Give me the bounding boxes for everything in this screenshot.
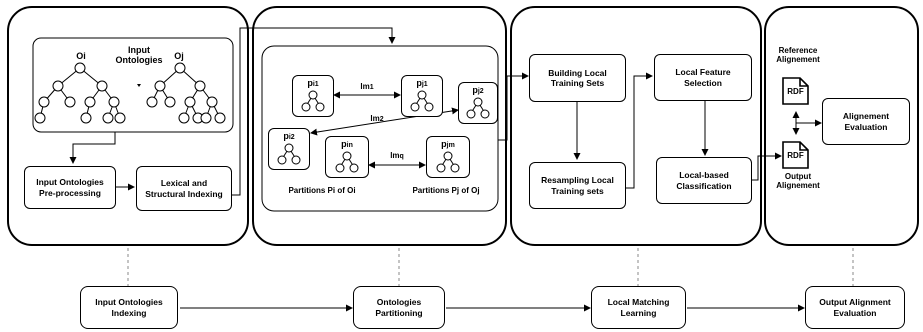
output-alignment-label: Output Alignement bbox=[770, 172, 826, 190]
partition-p-i2-label: pi2 bbox=[283, 131, 295, 141]
phase-evaluation-box: Output Alignment Evaluation bbox=[805, 286, 905, 329]
resampling-line1: Resampling Local bbox=[541, 175, 614, 186]
partition-p-i1-label: pi1 bbox=[307, 78, 319, 88]
partition-tree-icon bbox=[277, 143, 301, 165]
reference-line2: Alignement bbox=[776, 55, 820, 65]
rdf-top-label: RDF bbox=[787, 87, 804, 96]
partition-p-i2: pi2 bbox=[268, 128, 310, 170]
phase-learning-box: Local Matching Learning bbox=[591, 286, 686, 329]
phase-learning-line1: Local Matching bbox=[607, 297, 670, 308]
partition-p-j2: pj2 bbox=[458, 82, 498, 124]
input-ontologies-box bbox=[32, 37, 234, 133]
rdf-bottom-label: RDF bbox=[787, 151, 804, 160]
preprocessing-line2: Pre-processing bbox=[39, 187, 101, 198]
oi-label: Oi bbox=[76, 51, 86, 61]
ontology-dot-icon bbox=[137, 84, 141, 87]
feature-line1: Local Feature bbox=[675, 67, 731, 78]
input-ontologies-line2: Ontologies bbox=[115, 55, 163, 66]
partition-p-j1-label: pj1 bbox=[416, 78, 428, 88]
partition-tree-icon bbox=[301, 90, 325, 112]
arrow-lexical-to-partitioning bbox=[232, 27, 396, 196]
partition-p-jm-label: pjm bbox=[441, 139, 455, 149]
preprocessing-line1: Input Ontologies bbox=[36, 177, 104, 188]
partitions-oj-label: Partitions Pj of Oj bbox=[412, 186, 480, 195]
classification-line2: Classification bbox=[676, 180, 732, 191]
phase-learning-line2: Learning bbox=[620, 307, 657, 318]
partition-p-i1: pi1 bbox=[292, 75, 334, 117]
lm1-label: lm1 bbox=[360, 82, 374, 91]
output-rdf-document-icon bbox=[782, 141, 809, 169]
output-line1: Output bbox=[784, 172, 812, 181]
arrow-partitioning-to-learning bbox=[498, 72, 529, 141]
oj-label: Oj bbox=[174, 51, 184, 61]
partition-tree-icon bbox=[436, 151, 460, 173]
resampling-training-sets-box: Resampling Local Training sets bbox=[529, 162, 626, 209]
partition-tree-icon bbox=[466, 97, 490, 119]
classification-line1: Local-based bbox=[679, 170, 729, 181]
phase-partitioning-line1: Ontologies bbox=[376, 297, 422, 308]
partition-p-j2-label: pj2 bbox=[472, 85, 484, 95]
lexical-indexing-box: Lexical and Structural Indexing bbox=[136, 166, 232, 211]
partitions-oi-label: Partitions Pi of Oi bbox=[288, 186, 356, 195]
feature-line2: Selection bbox=[684, 77, 722, 88]
alignment-eval-line1: Alignement bbox=[842, 111, 890, 122]
output-line2: Alignement bbox=[776, 181, 820, 191]
partition-p-in: pin bbox=[325, 136, 369, 178]
learning-panel bbox=[510, 6, 762, 246]
lexical-line1: Lexical and bbox=[160, 178, 208, 189]
reference-alignment-label: Reference Alignement bbox=[770, 46, 826, 64]
phase-evaluation-line2: Evaluation bbox=[833, 307, 877, 318]
phase-partitioning-box: Ontologies Partitioning bbox=[353, 286, 445, 329]
arrow-input-to-preprocessing bbox=[69, 132, 116, 164]
alignment-eval-line2: Evaluation bbox=[844, 121, 888, 132]
building-training-sets-box: Building Local Training Sets bbox=[529, 54, 626, 102]
ontology-oi-tree bbox=[34, 62, 126, 124]
local-classification-box: Local-based Classification bbox=[656, 157, 752, 204]
phase-partitioning-line2: Partitioning bbox=[375, 307, 423, 318]
reference-rdf-document-icon bbox=[782, 77, 809, 105]
lexical-line2: Structural Indexing bbox=[145, 188, 223, 199]
lmq-label: lmq bbox=[390, 151, 404, 160]
alignment-evaluation-box: Alignement Evaluation bbox=[822, 98, 910, 145]
reference-line1: Reference bbox=[778, 46, 818, 55]
ontology-oj-tree bbox=[146, 62, 226, 124]
input-ontologies-title: Input Ontologies bbox=[104, 45, 174, 66]
local-feature-selection-box: Local Feature Selection bbox=[654, 54, 752, 101]
phase-indexing-line2: Indexing bbox=[111, 307, 147, 318]
building-line1: Building Local bbox=[548, 67, 607, 78]
lm2-label: lm2 bbox=[370, 114, 384, 123]
partition-tree-icon bbox=[410, 90, 434, 112]
arrow-resampling-to-feature bbox=[626, 72, 653, 189]
partition-p-jm: pjm bbox=[426, 136, 470, 178]
input-ontologies-line1: Input bbox=[128, 45, 150, 55]
phase-indexing-line1: Input Ontologies bbox=[95, 297, 163, 308]
phase-evaluation-line1: Output Alignment bbox=[819, 297, 891, 308]
partition-tree-icon bbox=[335, 151, 359, 173]
phase-indexing-box: Input Ontologies Indexing bbox=[80, 286, 178, 329]
partition-p-in-label: pin bbox=[341, 139, 353, 149]
arrow-classification-to-output bbox=[752, 152, 782, 181]
building-line2: Training Sets bbox=[550, 78, 605, 88]
resampling-line2: Training sets bbox=[551, 185, 604, 196]
partition-p-j1: pj1 bbox=[401, 75, 443, 117]
preprocessing-box: Input Ontologies Pre-processing bbox=[24, 166, 116, 209]
